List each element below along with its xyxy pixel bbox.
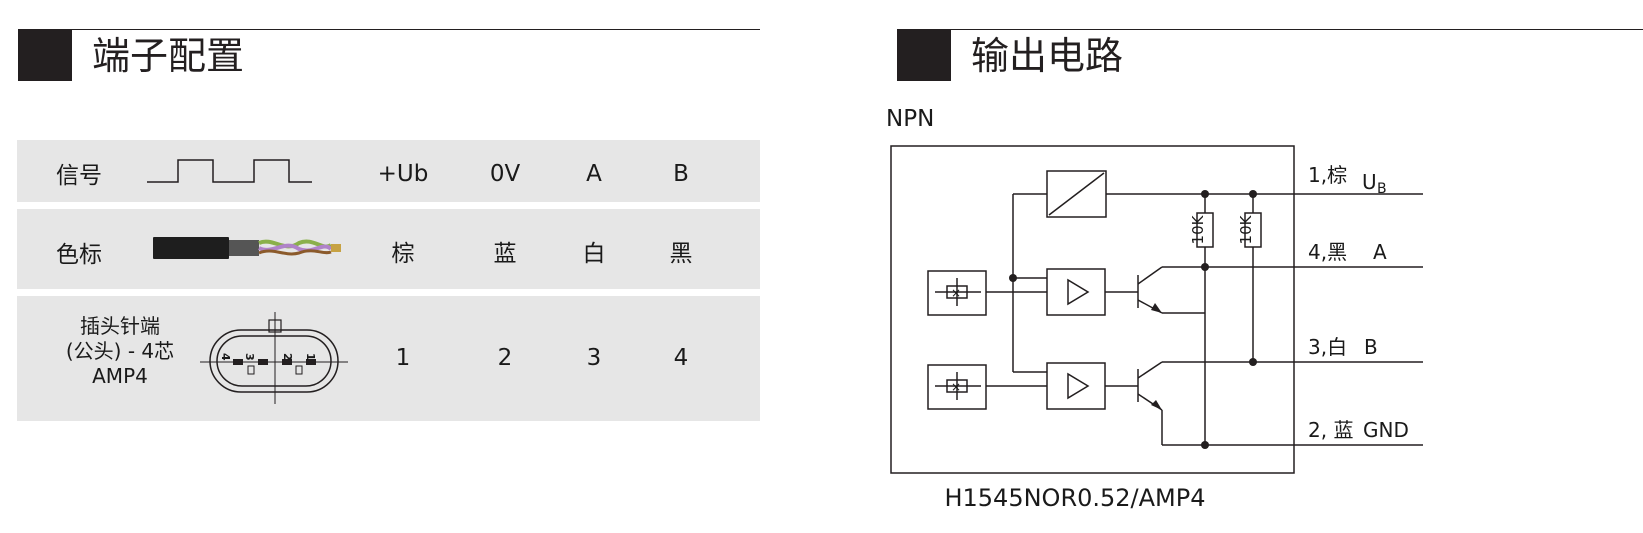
output-label: 3,白 (1308, 335, 1347, 359)
cable-icon (153, 237, 341, 259)
connector-pin-label: 3 (243, 353, 256, 361)
table-cell: 黑 (669, 241, 693, 267)
output-label: 1,棕 (1308, 163, 1347, 187)
header-block (18, 29, 72, 81)
section-title: 输出电路 (971, 34, 1124, 78)
table-cell: 1 (395, 345, 411, 371)
connector-pin-label: 2 (281, 353, 294, 361)
output-signal: B (1364, 335, 1378, 359)
resistor-label: 10K (1237, 214, 1255, 244)
output-signal: U (1362, 170, 1377, 194)
header-block (897, 29, 951, 81)
row-label: 色标 (56, 242, 102, 268)
table-cell: 2 (497, 345, 513, 371)
connector-pinout-icon: 4 3 2 1 (200, 312, 348, 404)
sensor-element-icon: × (951, 380, 961, 394)
resistor-label: 10K (1189, 214, 1207, 244)
table-cell: 白 (582, 241, 606, 267)
row-label: 信号 (56, 163, 102, 189)
connector-pin-label: 1 (304, 353, 317, 361)
row-label-line: AMP4 (92, 364, 148, 388)
row-label: 插头针端 (公头) - 4芯 AMP4 (45, 314, 195, 389)
table-cell: 0V (489, 161, 521, 187)
pulse-signal-icon (147, 159, 312, 183)
header-rule (897, 29, 1643, 30)
section-title: 端子配置 (92, 34, 245, 78)
row-label-line: (公头) - 4芯 (65, 339, 175, 363)
sensor-element-icon: × (951, 286, 961, 300)
table-row-signal: 信号 +Ub 0V A B (17, 140, 760, 202)
table-row-color: 色标 棕 蓝 白 黑 (17, 209, 760, 289)
table-row-connector: 插头针端 (公头) - 4芯 AMP4 4 3 2 1 1 2 3 4 (17, 296, 760, 421)
output-label: 2, 蓝 (1308, 418, 1353, 442)
table-cell: 棕 (391, 241, 415, 267)
table-cell: A (586, 161, 602, 187)
circuit-type-label: NPN (886, 106, 934, 132)
model-number: H1545NOR0.52/AMP4 (944, 484, 1205, 512)
output-signal-subscript: B (1377, 181, 1387, 197)
table-cell: B (673, 161, 689, 187)
output-signal: A (1373, 240, 1387, 264)
output-signal: GND (1363, 418, 1409, 442)
table-cell: 4 (673, 345, 689, 371)
table-cell: 3 (586, 345, 602, 371)
connector-pin-label: 4 (219, 353, 232, 361)
header-rule (18, 29, 760, 30)
row-label-line: 插头针端 (80, 314, 160, 338)
table-cell: +Ub (377, 161, 429, 187)
output-label: 4,黑 (1308, 240, 1347, 264)
table-cell: 蓝 (493, 241, 517, 267)
